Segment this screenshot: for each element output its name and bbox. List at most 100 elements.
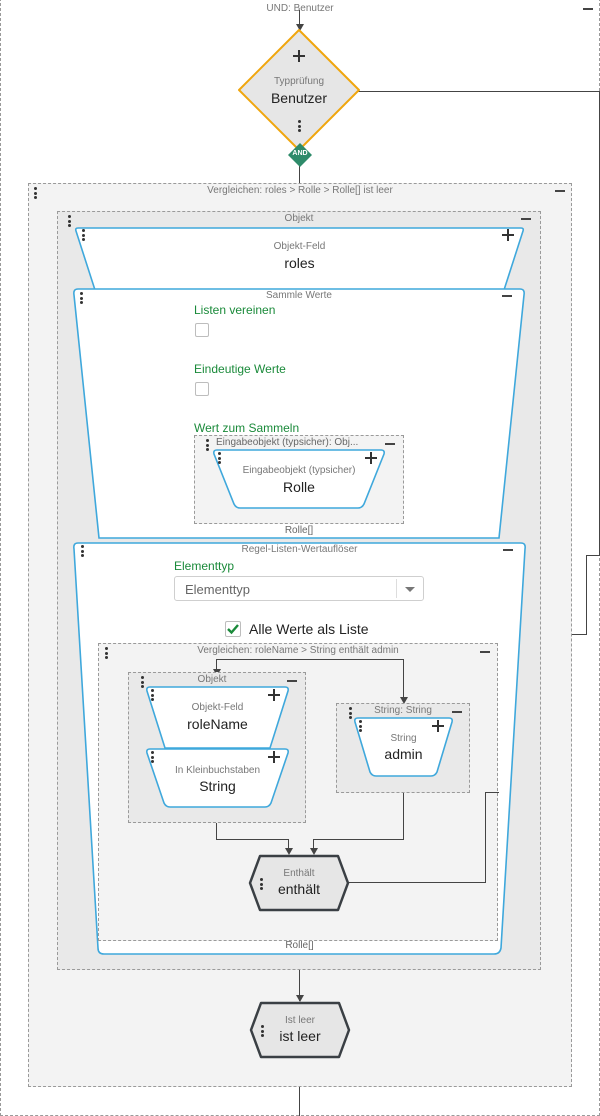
wire-right-v2	[586, 555, 587, 635]
unique-values-label: Eindeutige Werte	[194, 362, 286, 376]
wire-inner-right-arrow	[399, 697, 408, 704]
typecheck-node[interactable]: Typprüfung Benutzer	[237, 28, 361, 152]
wire-str-h	[313, 839, 404, 840]
element-type-placeholder: Elementtyp	[185, 582, 251, 597]
input-object-container-title: Eingabeobjekt (typsicher): Obj...	[216, 437, 359, 448]
collect-node: Sammle Werte Listen vereinen Eindeutige …	[72, 287, 526, 540]
resolver-collapse-button[interactable]	[503, 549, 513, 551]
input-object-menu-icon[interactable]	[218, 452, 221, 466]
object-inner-collapse-button[interactable]	[287, 680, 297, 682]
object-outer-menu-icon[interactable]	[68, 215, 71, 229]
wire-top-arrow	[295, 24, 304, 31]
typecheck-value: Benutzer	[270, 90, 328, 106]
wire-typecheck-right-h	[358, 91, 600, 92]
string-container-collapse-button[interactable]	[452, 711, 462, 713]
checkmark-icon	[227, 624, 239, 635]
contains-node[interactable]: Enthält enthält	[248, 854, 350, 912]
resolver-output-type: Rolle[]	[285, 940, 314, 951]
compare-inner-menu-icon[interactable]	[105, 647, 108, 661]
field-roles-add-button[interactable]	[502, 229, 514, 241]
input-object-add-button[interactable]	[365, 452, 377, 464]
collect-menu-icon[interactable]	[80, 292, 83, 306]
unique-values-checkbox[interactable]	[195, 382, 209, 396]
wire-right-h3	[558, 634, 587, 635]
compare-outer-title: Vergleichen: roles > Rolle > Rolle[] ist…	[207, 185, 393, 196]
wire-inner-top-h	[216, 659, 404, 660]
string-value-add-button[interactable]	[432, 720, 444, 732]
string-container-menu-icon[interactable]	[349, 707, 352, 721]
and-badge-label: AND	[292, 150, 308, 157]
merge-lists-label: Listen vereinen	[194, 303, 276, 317]
root-title: UND: Benutzer	[266, 3, 334, 14]
field-rolename-caption: Objekt-Feld	[191, 702, 244, 713]
lowercase-menu-icon[interactable]	[151, 751, 154, 765]
object-outer-title: Objekt	[284, 213, 314, 224]
typecheck-add-button[interactable]	[293, 50, 305, 62]
resolver-title: Regel-Listen-Wertauflöser	[241, 544, 358, 555]
isempty-caption: Ist leer	[284, 1015, 315, 1026]
contains-value: enthält	[277, 881, 321, 897]
typecheck-caption: Typprüfung	[273, 76, 325, 87]
element-type-label: Elementtyp	[174, 559, 235, 573]
lowercase-value: String	[199, 778, 236, 794]
field-roles-value: roles	[284, 255, 315, 271]
lowercase-caption: In Kleinbuchstaben	[174, 765, 261, 776]
contains-menu-icon[interactable]	[260, 878, 263, 892]
wire-str-v2	[313, 839, 314, 851]
collect-collapse-button[interactable]	[502, 295, 512, 297]
merge-lists-checkbox[interactable]	[195, 323, 209, 337]
element-type-select[interactable]: Elementtyp	[174, 576, 424, 601]
wire-top	[299, 10, 300, 28]
compare-outer-menu-icon[interactable]	[34, 187, 37, 201]
isempty-value: ist leer	[279, 1028, 321, 1044]
field-rolename-node[interactable]: Objekt-Feld roleName	[145, 685, 290, 751]
compare-outer-collapse-button[interactable]	[555, 190, 565, 192]
typecheck-menu-icon[interactable]	[298, 120, 301, 134]
input-object-container-collapse-button[interactable]	[385, 443, 395, 445]
input-object-value: Rolle	[283, 479, 315, 495]
input-object-node[interactable]: Eingabeobjekt (typsicher) Rolle	[212, 448, 386, 510]
contains-caption: Enthält	[283, 868, 315, 879]
input-object-caption: Eingabeobjekt (typsicher)	[242, 465, 356, 476]
string-value-caption: String	[390, 733, 417, 744]
field-roles-node[interactable]: Objekt-Feld roles	[74, 226, 525, 292]
and-badge: AND	[287, 142, 313, 168]
input-object-container-menu-icon[interactable]	[206, 439, 209, 453]
isempty-node[interactable]: Ist leer ist leer	[249, 1001, 351, 1059]
field-rolename-menu-icon[interactable]	[151, 689, 154, 703]
field-rolename-value: roleName	[187, 716, 248, 732]
wire-contains-right-h2	[485, 792, 499, 793]
wire-obj-v2	[288, 839, 289, 851]
string-value-menu-icon[interactable]	[359, 720, 362, 734]
string-value-node[interactable]: String admin	[353, 716, 454, 778]
all-values-checkbox[interactable]	[225, 621, 241, 637]
root-collapse-button[interactable]	[583, 8, 593, 10]
value-to-collect-label: Wert zum Sammeln	[194, 421, 300, 435]
string-value-text: admin	[384, 746, 423, 762]
isempty-menu-icon[interactable]	[261, 1025, 264, 1039]
compare-inner-title: Vergleichen: roleName > String enthält a…	[197, 645, 399, 656]
lowercase-node[interactable]: In Kleinbuchstaben String	[145, 747, 290, 809]
wire-inner-left-v	[216, 659, 217, 672]
string-container-title: String: String	[374, 705, 432, 716]
object-outer-collapse-button[interactable]	[521, 218, 531, 220]
wire-right-h2	[586, 555, 600, 556]
collect-output-type: Rolle[]	[284, 525, 314, 536]
wire-inner-right-v	[403, 659, 404, 699]
wire-object-to-isempty	[299, 970, 300, 1001]
element-type-divider	[396, 579, 397, 598]
field-rolename-add-button[interactable]	[268, 689, 280, 701]
wire-obj-arrow	[284, 848, 293, 855]
object-inner-menu-icon[interactable]	[141, 676, 144, 690]
wire-str-arrow	[309, 848, 318, 855]
resolver-menu-icon[interactable]	[81, 545, 84, 559]
field-roles-menu-icon[interactable]	[82, 229, 85, 243]
wire-str-down	[403, 792, 404, 840]
field-roles-caption: Objekt-Feld	[273, 241, 326, 252]
wire-obj-h	[216, 839, 289, 840]
compare-inner-collapse-button[interactable]	[480, 651, 490, 653]
collect-title: Sammle Werte	[266, 290, 332, 301]
chevron-down-icon[interactable]	[405, 587, 415, 592]
wire-obj-down	[216, 822, 217, 840]
lowercase-add-button[interactable]	[268, 751, 280, 763]
